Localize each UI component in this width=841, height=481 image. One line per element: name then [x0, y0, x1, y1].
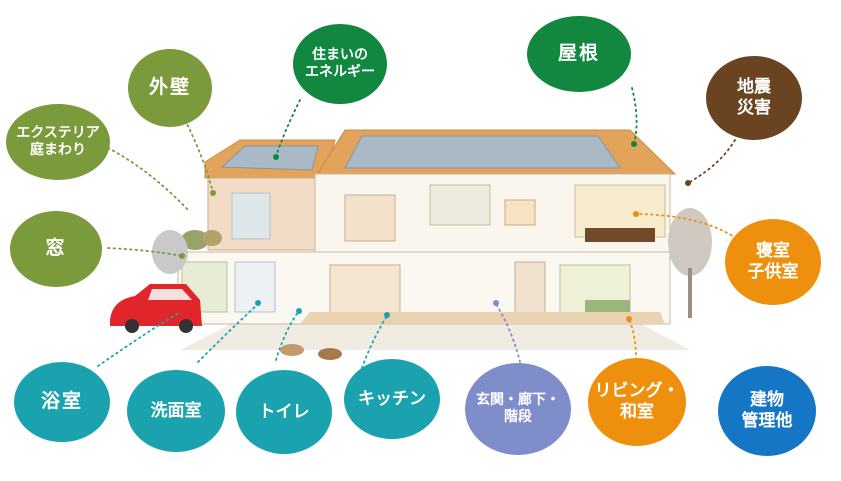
- bathroom-bubble[interactable]: 浴室: [14, 362, 110, 442]
- dog-icon: [280, 344, 342, 360]
- washroom-bubble[interactable]: 洗面室: [127, 370, 225, 452]
- kitchen-bubble[interactable]: キッチン: [344, 359, 440, 439]
- entrance-hall-stairs-bubble[interactable]: 玄関・廊下・ 階段: [465, 363, 571, 455]
- earthquake-disaster-bubble[interactable]: 地震 災害: [706, 56, 802, 140]
- building-management-bubble[interactable]: 建物 管理他: [718, 366, 816, 456]
- tree-icon: [152, 208, 712, 318]
- roof-bubble[interactable]: 屋根: [527, 16, 631, 92]
- living-japanese-room-bubble[interactable]: リビング・ 和室: [588, 358, 686, 446]
- car-icon: [110, 284, 202, 333]
- solar-panel-icon: [344, 135, 621, 169]
- solar-panel-icon: [220, 145, 319, 171]
- window-bubble[interactable]: 窓: [10, 211, 102, 287]
- exterior-wall-bubble[interactable]: 外壁: [128, 49, 212, 127]
- exterior-garden-bubble[interactable]: エクステリア 庭まわり: [6, 104, 110, 180]
- home-energy-bubble[interactable]: 住まいの エネルギー: [293, 24, 387, 104]
- toilet-bubble[interactable]: トイレ: [236, 370, 332, 454]
- bedroom-kids-room-bubble[interactable]: 寝室 子供室: [725, 219, 821, 305]
